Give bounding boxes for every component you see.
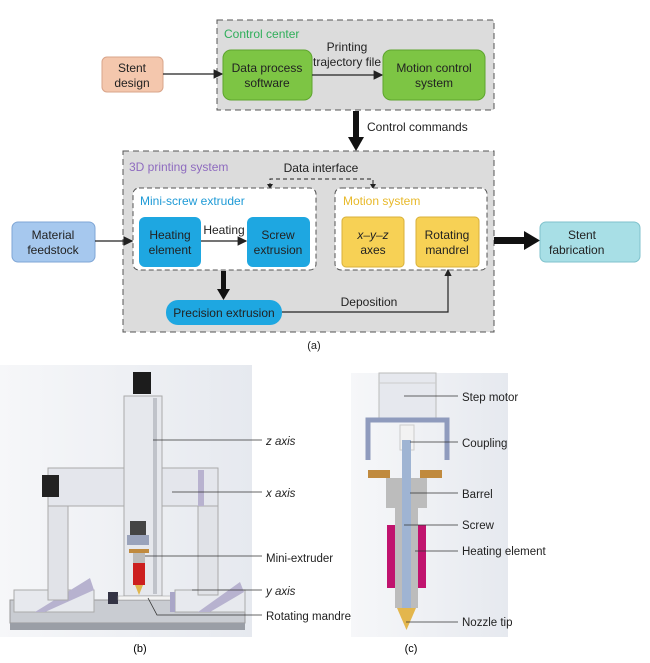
mandrel-line2: mandrel <box>425 243 468 257</box>
extruder-heater <box>133 563 145 585</box>
label-y-axis: y axis <box>265 586 296 598</box>
arrow-deposition <box>282 268 452 313</box>
precision-extrusion-label: Precision extrusion <box>173 306 274 320</box>
data-interface-label: Data interface <box>284 161 359 175</box>
arrow-to-fabrication <box>494 231 540 250</box>
heating-element-line1: Heating <box>149 228 190 242</box>
label-step-motor: Step motor <box>462 392 518 404</box>
heating-element <box>387 525 395 588</box>
arrow-extruder-to-precision <box>217 271 230 300</box>
extruder-title: Mini-screw extruder <box>140 194 245 208</box>
label-barrel: Barrel <box>462 489 493 501</box>
leader-lines-c <box>404 395 458 623</box>
mandrel-line1: Rotating <box>425 228 470 242</box>
axes-box <box>341 216 405 268</box>
material-feedstock-box <box>11 221 96 263</box>
label-x-axis: x axis <box>265 488 296 500</box>
label-nozzle-tip: Nozzle tip <box>462 617 513 629</box>
motion-system-title: Motion system <box>343 194 420 208</box>
axes-line2: axes <box>360 243 385 257</box>
x-axis-slider <box>198 470 204 506</box>
label-z-axis: z axis <box>265 436 296 448</box>
motor-bracket <box>365 417 450 460</box>
control-commands-label: Control commands <box>367 120 468 134</box>
stent-fabrication-box <box>539 221 641 263</box>
label-rotating-mandrel: Rotating mandrel <box>266 611 354 623</box>
label-screw: Screw <box>462 520 495 532</box>
stent-design-line1: Stent <box>118 61 147 75</box>
panel-c: Step motor Coupling Barrel Screw Heating… <box>351 372 547 655</box>
mandrel-motor <box>108 592 118 604</box>
precision-extrusion-box <box>166 300 282 325</box>
motion-control-line2: system <box>415 76 453 90</box>
nozzle-tip <box>397 608 416 630</box>
printing-file-line1: Printing <box>327 40 368 54</box>
flange-right <box>420 470 442 478</box>
z-axis-rail <box>153 398 157 594</box>
data-process-line2: software <box>244 76 290 90</box>
heating-element-right <box>418 525 426 588</box>
label-coupling: Coupling <box>462 438 507 450</box>
stent-fabrication-line1: Stent <box>568 228 597 242</box>
stent-fabrication-line2: fabrication <box>549 243 604 257</box>
caption-a: (a) <box>307 340 320 352</box>
leader-lines-b <box>145 439 262 616</box>
material-feedstock-line1: Material <box>32 228 75 242</box>
screw-extrusion-box <box>247 217 310 267</box>
motion-control-line1: Motion control <box>396 61 471 75</box>
control-center-title: Control center <box>224 27 299 41</box>
screw-extrusion-line1: Screw <box>261 228 295 242</box>
material-feedstock-line2: feedstock <box>27 243 79 257</box>
x-axis-motor <box>42 475 59 497</box>
mandrel-box <box>415 216 480 268</box>
printing-file-line2: trajectory file <box>313 55 381 69</box>
panel-b: z axis x axis Mini-extruder y axis Rotat… <box>0 365 354 655</box>
mandrel-support <box>170 592 175 612</box>
data-interface-connector <box>267 178 376 189</box>
z-axis-motor <box>133 372 151 394</box>
control-commands-arrow <box>348 111 364 151</box>
flange-left <box>368 470 390 478</box>
caption-c: (c) <box>405 643 418 655</box>
label-mini-extruder: Mini-extruder <box>266 553 333 565</box>
screw-extrusion-line2: extrusion <box>254 243 303 257</box>
mandrel <box>117 595 173 601</box>
mini-extruder <box>127 521 149 595</box>
deposition-label: Deposition <box>341 295 398 309</box>
heating-element-line2: element <box>149 243 192 257</box>
printing-system-title: 3D printing system <box>129 160 228 174</box>
data-process-box <box>222 49 313 101</box>
heating-element-box <box>139 217 201 267</box>
motion-control-box <box>382 49 486 101</box>
caption-b: (b) <box>133 643 146 655</box>
axes-line1: x–y–z <box>356 228 388 242</box>
data-process-line1: Data process <box>232 61 303 75</box>
step-motor <box>378 372 437 419</box>
label-heating-element: Heating element <box>462 546 547 558</box>
stent-design-line2: design <box>114 76 149 90</box>
screw <box>402 440 411 608</box>
heating-label: Heating <box>203 223 244 237</box>
